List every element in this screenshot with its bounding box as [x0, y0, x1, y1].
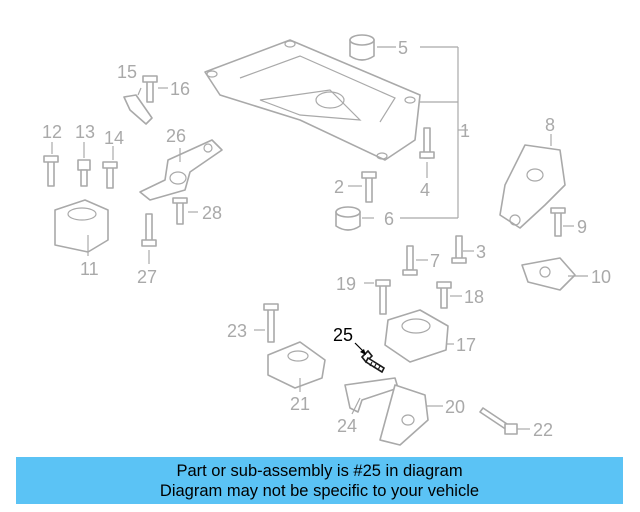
- part-10-mount: [521, 257, 576, 291]
- part-22-bolt: [479, 407, 518, 435]
- callout-1: 1: [460, 121, 470, 141]
- callout-10: 10: [591, 267, 611, 287]
- part-7-bolt: [402, 245, 418, 276]
- callout-11: 11: [80, 259, 99, 279]
- part-13-nut: [77, 159, 91, 187]
- part-9-bolt: [550, 207, 566, 237]
- part-6-bushing: [335, 206, 361, 231]
- part-11-mount: [54, 199, 109, 253]
- part-28-bolt: [172, 197, 188, 225]
- callout-13: 13: [75, 122, 95, 142]
- part-19-bolt: [375, 279, 391, 315]
- callout-2: 2: [334, 177, 344, 197]
- part-12-bolt: [43, 155, 59, 187]
- callout-22: 22: [533, 420, 553, 440]
- part-25-arrowhead: [360, 349, 366, 355]
- part-14-bolt: [102, 161, 118, 189]
- part-8-bracket: [499, 144, 566, 229]
- callout-25: 25: [333, 325, 353, 345]
- callout-3: 3: [476, 242, 486, 262]
- part-26-torque-arm: [139, 139, 223, 201]
- callout-labels: 1 2 3 4 5 6 7 8 9 10 11 12 13 14 15 16 1…: [42, 38, 611, 440]
- callout-4: 4: [420, 180, 430, 200]
- part-23-bolt: [263, 303, 279, 343]
- part-5-bushing: [349, 34, 375, 61]
- banner-line-2: Diagram may not be specific to your vehi…: [159, 481, 480, 500]
- part-18-bolt: [436, 281, 452, 309]
- part-4-bolt: [419, 127, 435, 159]
- part-24-arm: [344, 377, 399, 413]
- part-25-bolt: [360, 349, 386, 374]
- callout-5: 5: [398, 38, 408, 58]
- callout-16: 16: [170, 79, 190, 99]
- callout-15: 15: [117, 62, 137, 82]
- callout-23: 23: [227, 321, 247, 341]
- callout-24: 24: [337, 416, 357, 436]
- part-16-bolt: [142, 75, 158, 103]
- callout-14: 14: [104, 128, 124, 148]
- part-15-bracket: [123, 94, 153, 125]
- callout-28: 28: [202, 203, 222, 223]
- part-3-bolt: [451, 235, 467, 264]
- part-27-bolt: [141, 213, 157, 247]
- callout-17: 17: [456, 335, 476, 355]
- callout-26: 26: [166, 126, 186, 146]
- callout-19: 19: [336, 274, 356, 294]
- callout-18: 18: [464, 287, 484, 307]
- callout-9: 9: [577, 217, 587, 237]
- part-1-subframe: [204, 39, 421, 161]
- callout-21: 21: [290, 394, 310, 414]
- banner-line-1: Part or sub-assembly is #25 in diagram: [176, 461, 463, 480]
- info-banner: Part or sub-assembly is #25 in diagram D…: [16, 457, 623, 504]
- part-17-mount: [384, 309, 449, 363]
- leader-lines: [51, 46, 588, 430]
- parts-diagram: 1 2 3 4 5 6 7 8 9 10 11 12 13 14 15 16 1…: [42, 34, 611, 446]
- callout-6: 6: [384, 209, 394, 229]
- part-2-bolt: [361, 171, 377, 203]
- callout-8: 8: [545, 115, 555, 135]
- callout-27: 27: [137, 267, 157, 287]
- part-21-mount: [267, 341, 326, 389]
- callout-12: 12: [42, 122, 62, 142]
- callout-20: 20: [445, 397, 465, 417]
- part-20-bracket: [379, 384, 429, 446]
- callout-7: 7: [430, 251, 440, 271]
